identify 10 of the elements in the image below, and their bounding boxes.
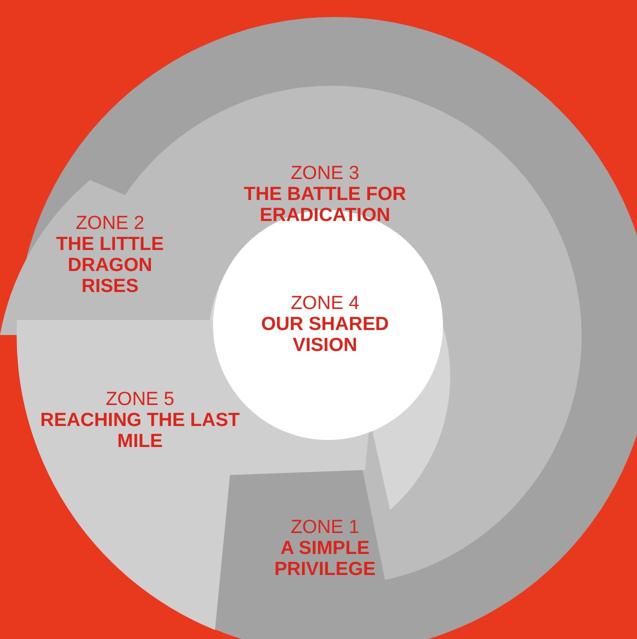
zone-title: OUR SHARED VISION <box>260 314 390 356</box>
zone-title: A SIMPLE PRIVILEGE <box>273 538 377 580</box>
zone-title: REACHING THE LAST MILE <box>40 410 240 452</box>
zone-number: ZONE 1 <box>290 518 360 538</box>
zone-title: THE LITTLE DRAGON RISES <box>55 234 165 297</box>
zone-title: THE BATTLE FOR ERADICATION <box>242 184 408 226</box>
zone-number: ZONE 3 <box>290 164 360 184</box>
zone-number: ZONE 2 <box>76 214 144 234</box>
zone-number: ZONE 5 <box>106 390 174 410</box>
zone-number: ZONE 4 <box>290 294 360 314</box>
